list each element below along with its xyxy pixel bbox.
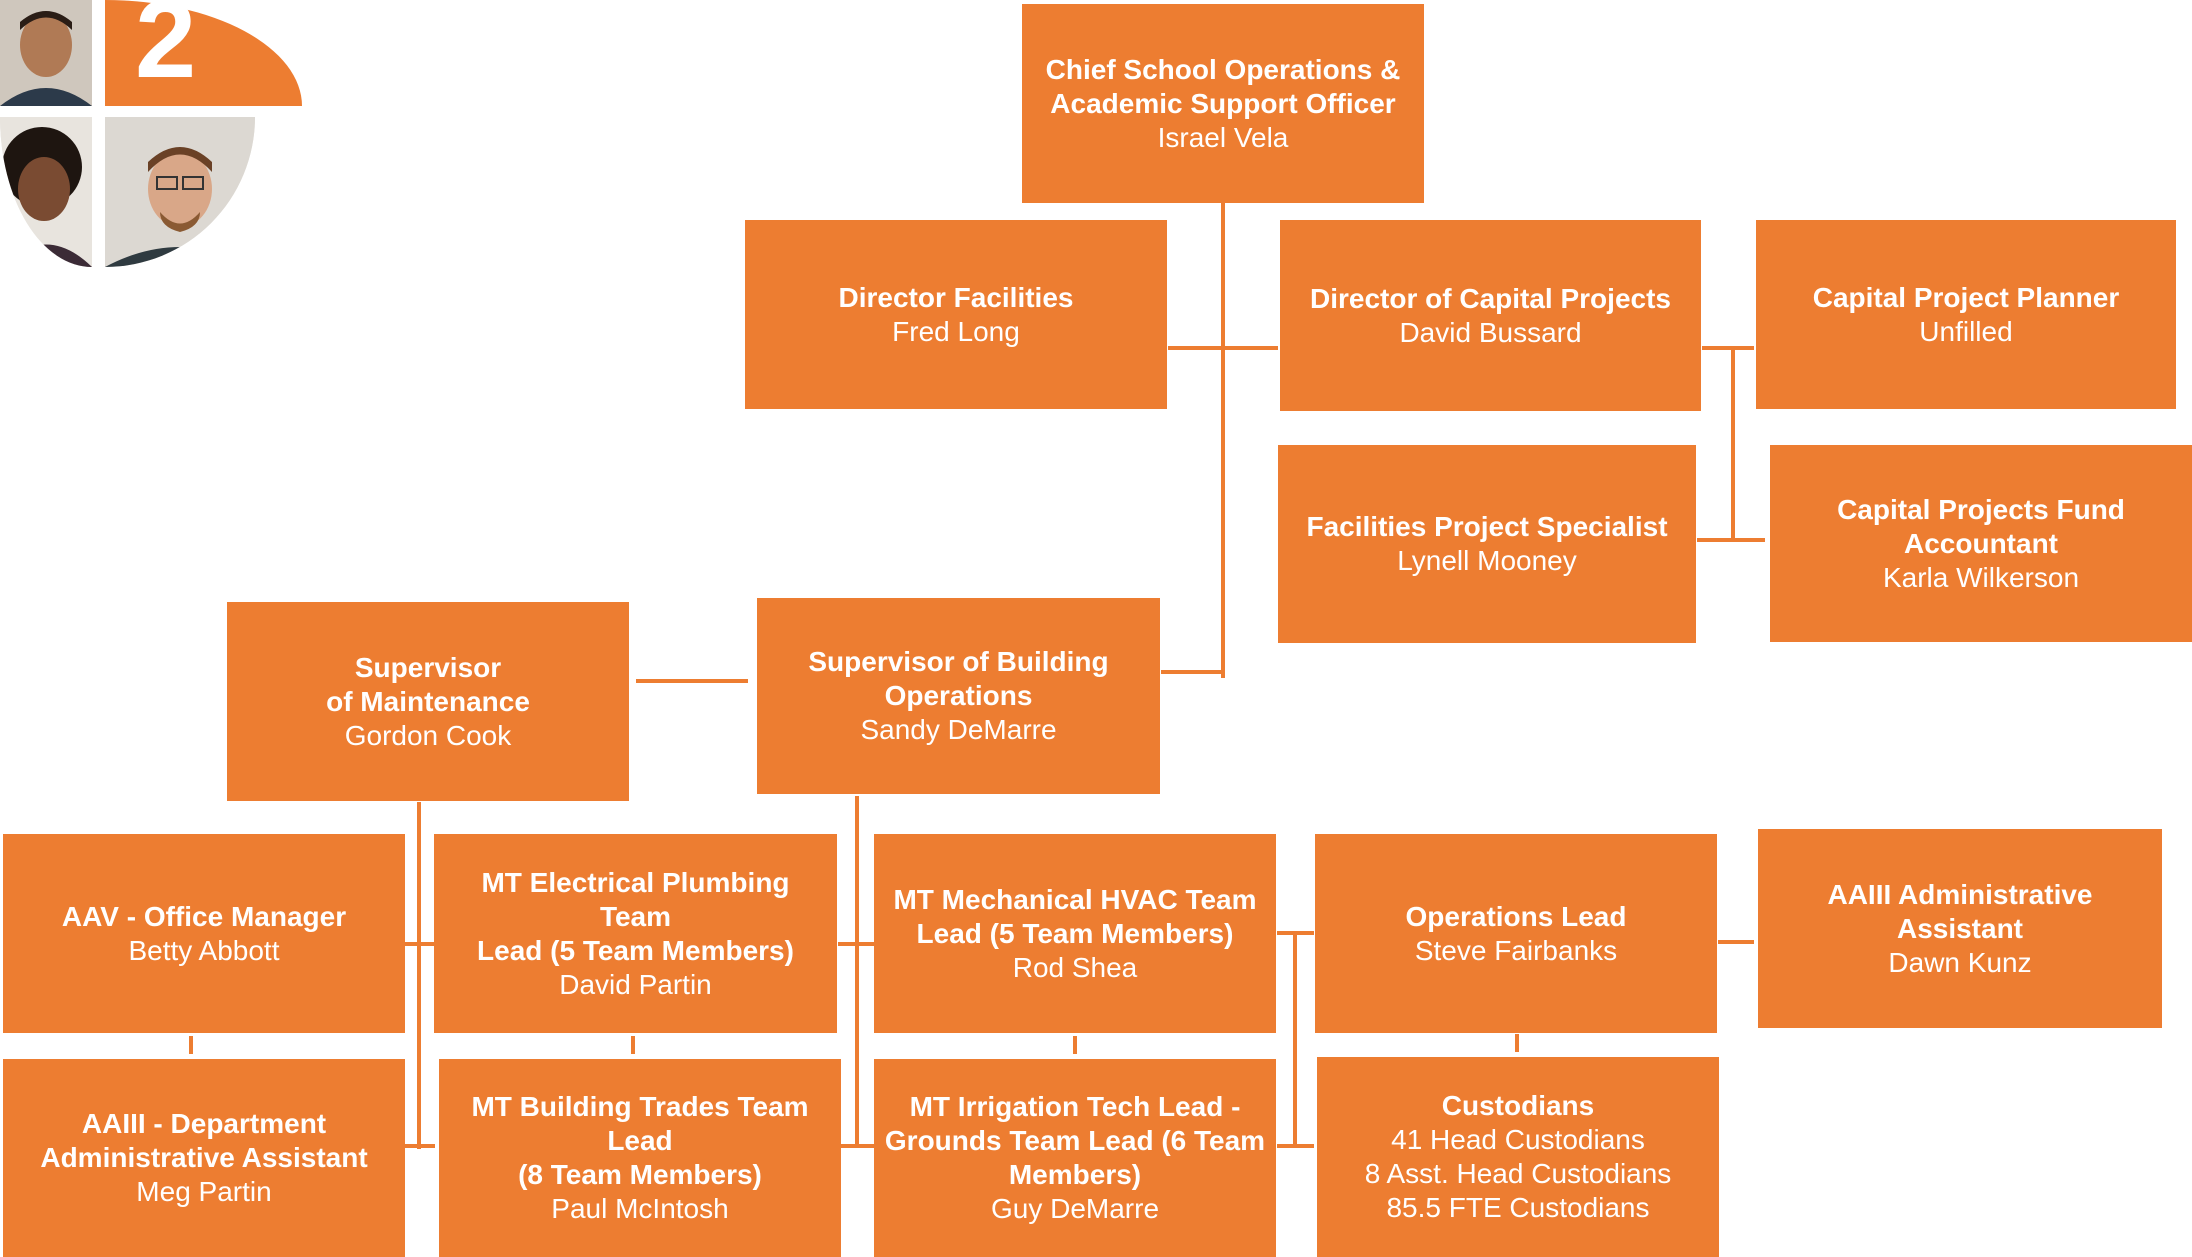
node-title: MT Building Trades Team Lead xyxy=(471,1091,809,1156)
node-person: Unfilled xyxy=(1919,315,2013,347)
org-node-director-facilities: Director Facilities Fred Long xyxy=(745,220,1167,409)
node-title: Capital Project Planner xyxy=(1812,281,2120,313)
org-node-hvac-lead: MT Mechanical HVAC Team Lead (5 Team Mem… xyxy=(874,834,1276,1033)
staff-photo-3 xyxy=(105,117,255,267)
connector xyxy=(1161,670,1225,674)
node-title: AAIII - Department xyxy=(81,1108,327,1139)
org-node-supervisor-maintenance: Supervisor of Maintenance Gordon Cook xyxy=(227,602,629,801)
node-title: Administrative Assistant xyxy=(40,1142,368,1173)
connector xyxy=(1293,931,1297,1148)
node-person: Israel Vela xyxy=(1157,121,1289,153)
node-title: MT Irrigation Tech Lead - xyxy=(909,1091,1241,1122)
node-title: Director of Capital Projects xyxy=(1310,282,1671,314)
node-title: Chief School Operations & xyxy=(1045,53,1401,85)
org-node-dept-assistant: AAIII - Department Administrative Assist… xyxy=(3,1059,405,1257)
org-node-facilities-specialist: Facilities Project Specialist Lynell Moo… xyxy=(1278,445,1696,643)
org-node-trades-lead: MT Building Trades Team Lead (8 Team Mem… xyxy=(439,1059,841,1257)
node-person: Betty Abbott xyxy=(128,934,280,966)
org-node-chief: Chief School Operations & Academic Suppo… xyxy=(1022,4,1424,203)
node-person: Dawn Kunz xyxy=(1888,946,2032,978)
node-detail: 8 Asst. Head Custodians xyxy=(1364,1158,1672,1189)
org-node-fund-accountant: Capital Projects Fund Accountant Karla W… xyxy=(1770,445,2192,642)
node-title: Lead (5 Team Members) xyxy=(916,917,1234,949)
connector xyxy=(189,1036,193,1054)
connector xyxy=(838,1144,874,1148)
node-detail: 41 Head Custodians xyxy=(1391,1124,1645,1155)
node-title: AAIII Administrative Assistant xyxy=(1827,878,2093,944)
node-title: Grounds Team Lead (6 Team xyxy=(884,1125,1266,1156)
node-title: Accountant xyxy=(1904,527,2058,559)
connector xyxy=(1277,931,1314,935)
node-person: Rod Shea xyxy=(1012,951,1138,983)
node-person: David Bussard xyxy=(1399,316,1582,348)
connector xyxy=(838,942,874,946)
node-title: MT Electrical Plumbing Team xyxy=(481,866,790,932)
node-title: of Maintenance xyxy=(326,685,530,717)
node-person: Sandy DeMarre xyxy=(860,714,1057,745)
node-title: MT Mechanical HVAC Team xyxy=(893,883,1257,915)
node-title: Facilities Project Specialist xyxy=(1306,511,1668,542)
connector xyxy=(1718,940,1754,944)
node-title: (8 Team Members) xyxy=(518,1159,762,1190)
node-title: Lead (5 Team Members) xyxy=(477,934,794,966)
connector xyxy=(855,796,859,1148)
node-person: David Partin xyxy=(559,968,712,1000)
node-person: Meg Partin xyxy=(136,1176,272,1207)
node-person: Karla Wilkerson xyxy=(1882,561,2080,593)
org-node-capital-planner: Capital Project Planner Unfilled xyxy=(1756,220,2176,409)
node-person: Paul McIntosh xyxy=(551,1193,729,1224)
org-node-electrical-lead: MT Electrical Plumbing Team Lead (5 Team… xyxy=(434,834,837,1033)
section-number-badge: 2 xyxy=(105,0,302,106)
org-node-operations-lead: Operations Lead Steve Fairbanks xyxy=(1315,834,1717,1033)
connector xyxy=(1515,1034,1519,1052)
connector xyxy=(636,679,748,683)
node-person: Fred Long xyxy=(892,315,1020,347)
node-title: Custodians xyxy=(1441,1090,1595,1121)
node-title: AAV - Office Manager xyxy=(61,900,347,932)
node-title: Director Facilities xyxy=(838,281,1074,313)
node-title: Supervisor of Building xyxy=(808,646,1109,677)
node-person: Lynell Mooney xyxy=(1397,545,1577,576)
node-title: Members) xyxy=(1008,1159,1142,1190)
staff-photo-1 xyxy=(0,0,92,106)
node-title: Operations Lead xyxy=(1405,900,1627,932)
connector xyxy=(1221,203,1225,678)
staff-photo-2 xyxy=(0,117,92,267)
node-person: Steve Fairbanks xyxy=(1414,934,1618,966)
org-node-custodians: Custodians 41 Head Custodians 8 Asst. He… xyxy=(1317,1057,1719,1257)
node-person: Guy DeMarre xyxy=(990,1193,1160,1224)
org-node-irrigation-lead: MT Irrigation Tech Lead - Grounds Team L… xyxy=(874,1059,1276,1257)
connector xyxy=(405,1144,435,1148)
connector xyxy=(405,942,435,946)
connector xyxy=(1168,346,1278,350)
node-title: Operations xyxy=(884,680,1033,711)
node-person: Gordon Cook xyxy=(344,719,512,751)
node-detail: 85.5 FTE Custodians xyxy=(1386,1192,1650,1223)
connector xyxy=(631,1036,635,1054)
header-photo-collage: 2 xyxy=(0,0,310,270)
node-title: Capital Projects Fund xyxy=(1837,493,2125,525)
connector xyxy=(1702,346,1754,350)
node-title: Supervisor xyxy=(354,651,502,683)
org-node-director-capital: Director of Capital Projects David Bussa… xyxy=(1280,220,1701,411)
org-node-office-manager: AAV - Office Manager Betty Abbott xyxy=(3,834,405,1033)
connector xyxy=(1731,346,1735,542)
connector xyxy=(1073,1036,1077,1054)
connector xyxy=(417,802,421,1149)
org-node-supervisor-building: Supervisor of Building Operations Sandy … xyxy=(757,598,1160,794)
node-title: Academic Support Officer xyxy=(1050,87,1396,119)
connector xyxy=(1277,1144,1314,1148)
org-node-admin-assistant: AAIII Administrative Assistant Dawn Kunz xyxy=(1758,829,2162,1028)
